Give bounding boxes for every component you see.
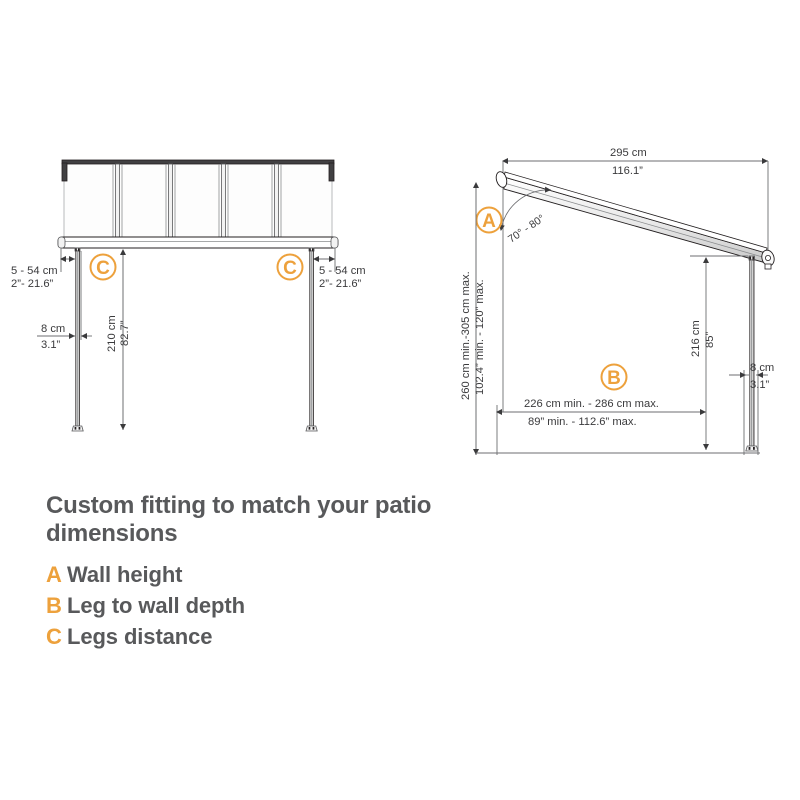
- marker-wall-height: A: [475, 206, 503, 234]
- dim-leg-width-side-in: 3.1”: [750, 379, 770, 391]
- roof-end-cap-left: [61, 162, 68, 182]
- dim-roof-length-in: 116.1”: [612, 165, 643, 177]
- dim-side-post-height: 216 cm 85”: [690, 257, 716, 450]
- dim-side-post-height-cm: 216 cm: [690, 320, 702, 357]
- dim-post-height-front-cm: 210 cm: [106, 315, 118, 352]
- side-post-foot: [745, 445, 759, 452]
- roof-glazing-panels: [63, 162, 333, 238]
- dim-leg-width-front-cm: 8 cm: [41, 323, 65, 335]
- marker-letter-b: B: [607, 368, 621, 389]
- front-post-right: [305, 247, 318, 432]
- rafter: [274, 163, 279, 238]
- roof-rafters: [115, 163, 279, 238]
- dim-leg-inset-right-cm: 5 - 54 cm: [319, 265, 366, 277]
- dim-leg-inset-left-cm: 5 - 54 cm: [11, 265, 58, 277]
- roof-end-cap-right: [328, 162, 335, 182]
- side-post: [745, 255, 759, 452]
- side-elevation-group: 295 cm 116.1” 70°: [460, 147, 775, 455]
- canopy-roof-front: [57, 159, 339, 249]
- front-gutter-beam: [57, 236, 339, 249]
- rafter: [168, 163, 173, 238]
- dim-leg-inset-right-in: 2”- 21.6”: [319, 278, 362, 290]
- dim-leg-width-side-cm: 8 cm: [750, 362, 774, 374]
- legend-label-c: Legs distance: [67, 623, 213, 649]
- roof-beam-top-strip: [503, 171, 768, 254]
- dim-post-height-front-in: 82.7”: [119, 320, 131, 346]
- legend-key-b: B: [46, 592, 62, 618]
- legend-item-a: A Wall height: [46, 562, 516, 588]
- dim-post-height-front: 210 cm 82.7”: [106, 249, 131, 430]
- sloped-roof-beam: [495, 171, 775, 270]
- dim-roof-length-cm: 295 cm: [610, 147, 647, 159]
- front-post-left: [71, 247, 84, 432]
- post-foot-right: [305, 425, 318, 432]
- dim-wall-height: 260 cm min.-305 cm max. 102.4” min. - 12…: [460, 182, 486, 455]
- angle-arc: [498, 186, 552, 231]
- rafter: [221, 163, 226, 238]
- dim-leg-width-front-in: 3.1”: [41, 339, 61, 351]
- dim-depth-cm: 226 cm min. - 286 cm max.: [524, 398, 659, 410]
- legend-item-b: B Leg to wall depth: [46, 593, 516, 619]
- dim-leg-inset-right: 5 - 54 cm 2”- 21.6”: [313, 256, 366, 290]
- post-foot-left: [71, 425, 84, 432]
- front-elevation-group: C C 5 - 54 cm 2”- 21.6” 5 - 54 cm 2”- 21…: [11, 159, 366, 432]
- marker-letter-c-left: C: [96, 258, 110, 279]
- dim-leg-inset-left: 5 - 54 cm 2”- 21.6”: [11, 256, 75, 290]
- legend-key-c: C: [46, 623, 62, 649]
- dim-roof-length: 295 cm 116.1”: [502, 147, 769, 255]
- gutter-end-right: [330, 236, 339, 249]
- side-post-shaft: [749, 259, 755, 447]
- dim-side-post-height-in: 85”: [704, 332, 716, 348]
- marker-legs-distance-left: C: [89, 253, 117, 281]
- legend-label-a: Wall height: [67, 561, 183, 587]
- dim-roof-angle-value: 70° - 80°: [506, 212, 547, 245]
- dim-leg-to-wall-depth: 226 cm min. - 286 cm max. 89” min. - 112…: [496, 398, 706, 428]
- marker-letter-c-right: C: [283, 258, 297, 279]
- beam-end-block: [764, 263, 772, 270]
- dim-leg-width-side: 8 cm 3.1”: [729, 362, 774, 391]
- dim-wall-height-in: 102.4” min. - 120” max.: [474, 279, 486, 395]
- legend-key-a: A: [46, 561, 62, 587]
- marker-letter-a: A: [482, 211, 496, 232]
- legend-block: Custom fitting to match your patio dimen…: [46, 492, 516, 655]
- dim-depth-in: 89” min. - 112.6” max.: [528, 416, 637, 428]
- marker-legs-distance-right: C: [276, 253, 304, 281]
- dim-leg-inset-left-in: 2”- 21.6”: [11, 278, 54, 290]
- dim-leg-width-front: 8 cm 3.1”: [37, 323, 92, 351]
- legend-title: Custom fitting to match your patio dimen…: [46, 492, 432, 547]
- rafter: [115, 163, 120, 238]
- roof-back-rail: [61, 159, 335, 165]
- panel-seams: [112, 164, 282, 237]
- legend-item-c: C Legs distance: [46, 624, 516, 650]
- side-extension-lines: [475, 183, 766, 455]
- legend-label-b: Leg to wall depth: [67, 592, 245, 618]
- gutter-end-left: [57, 236, 66, 249]
- marker-leg-to-wall-depth: B: [600, 363, 628, 391]
- dim-wall-height-cm: 260 cm min.-305 cm max.: [460, 271, 472, 400]
